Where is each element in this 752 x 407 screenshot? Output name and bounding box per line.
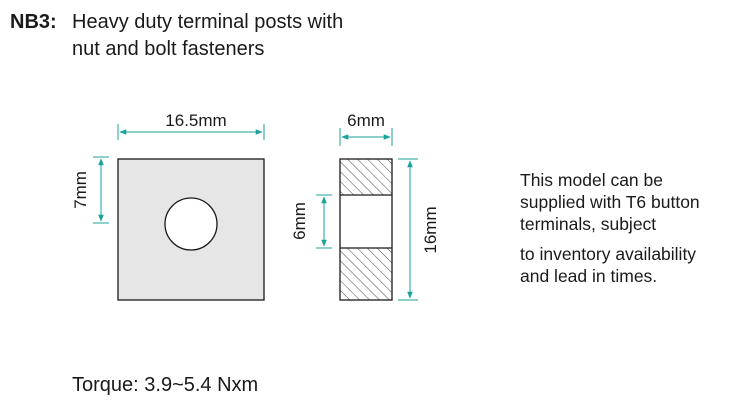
side-hatch-top xyxy=(340,159,392,195)
note-line: to inventory availability xyxy=(520,244,697,264)
side-outline xyxy=(339,158,393,301)
side-hatch-bottom xyxy=(340,248,392,300)
note-line: This model can be xyxy=(520,170,663,190)
bolt-hole xyxy=(164,197,218,251)
title-line-2: nut and bolt fasteners xyxy=(72,38,265,60)
height-label: 7mm xyxy=(71,171,90,209)
note-line: and lead in times. xyxy=(520,266,658,286)
availability-note: This model can be supplied with T6 butto… xyxy=(520,169,700,235)
front-view: 16.5mm 7mm xyxy=(71,111,265,301)
note-line: supplied with T6 button xyxy=(520,192,700,212)
model-code: NB3: xyxy=(10,11,57,33)
title-line-1: Heavy duty terminal posts with xyxy=(72,11,344,33)
availability-note-continued: to inventory availability and lead in ti… xyxy=(520,243,696,287)
torque-spec: Torque: 3.9~5.4 Nxm xyxy=(72,374,259,396)
side-hole-label: 6mm xyxy=(290,202,309,240)
side-width-label: 6mm xyxy=(347,111,385,130)
width-label: 16.5mm xyxy=(165,111,226,130)
side-view: 6mm 6mm 16mm xyxy=(290,111,440,301)
side-height-label: 16mm xyxy=(421,206,440,253)
note-line: terminals, subject xyxy=(520,214,657,234)
